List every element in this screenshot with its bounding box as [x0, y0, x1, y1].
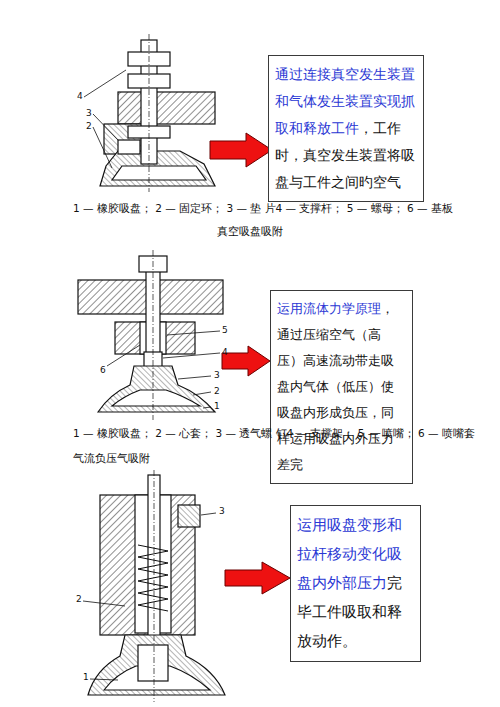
pullrod-cup-drawing — [83, 470, 225, 702]
figure-title: 气流负压气吸附 — [73, 452, 150, 465]
parts-caption: 1 — 橡胶吸盘； 2 — 心套； 3 — 透气螺 钉4 — 支撑架； 5 — … — [73, 427, 475, 440]
vacuum-cup-drawing — [84, 34, 215, 192]
body-text: ，通过压缩空气（高压）高速流动带走吸盘内气体（低压）使吸盘内形成负压，同样运用吸… — [277, 301, 394, 472]
callout-number: 4 — [77, 91, 83, 102]
callout-number: 4 — [222, 347, 228, 358]
text-box: 通过连接真空发生装置和气体发生装置实现抓取和释放工件，工作时，真空发生装置将吸盘… — [268, 55, 424, 202]
callout-number: 3 — [219, 506, 225, 517]
callout-number: 3 — [86, 108, 92, 119]
callout-number: 2 — [214, 386, 220, 397]
callout-number: 1 — [214, 401, 220, 412]
text-box: 运用吸盘变形和拉杆移动变化吸盘内外部压力完毕工件吸取和释放动作。 — [290, 505, 421, 662]
description: 运用流体力学原理，通过压缩空气（高压）高速流动带走吸盘内气体（低压）使吸盘内形成… — [277, 296, 406, 478]
figure-title: 真空吸盘吸附 — [217, 225, 283, 238]
callout-number: 6 — [100, 365, 106, 376]
highlight-text: 运用吸盘变形和拉杆移动变化吸盘内外部压力 — [297, 517, 402, 591]
callout-number: 3 — [214, 370, 220, 381]
description: 运用吸盘变形和拉杆移动变化吸盘内外部压力完毕工件吸取和释放动作。 — [297, 511, 414, 656]
callout-number: 2 — [86, 121, 92, 132]
description: 通过连接真空发生装置和气体发生装置实现抓取和释放工件，工作时，真空发生装置将吸盘… — [275, 61, 417, 196]
callout-number: 5 — [222, 325, 228, 336]
highlight-text: 运用流体力学原理 — [277, 301, 381, 316]
parts-caption: 1 — 橡胶吸盘； 2 — 固定环； 3 — 垫 片4 — 支撑杆； 5 — 螺… — [73, 202, 453, 215]
callout-number: 2 — [76, 594, 82, 605]
airflow-cup-drawing — [78, 250, 223, 420]
text-box: 运用流体力学原理，通过压缩空气（高压）高速流动带走吸盘内气体（低压）使吸盘内形成… — [270, 290, 413, 484]
callout-number: 1 — [83, 672, 89, 683]
